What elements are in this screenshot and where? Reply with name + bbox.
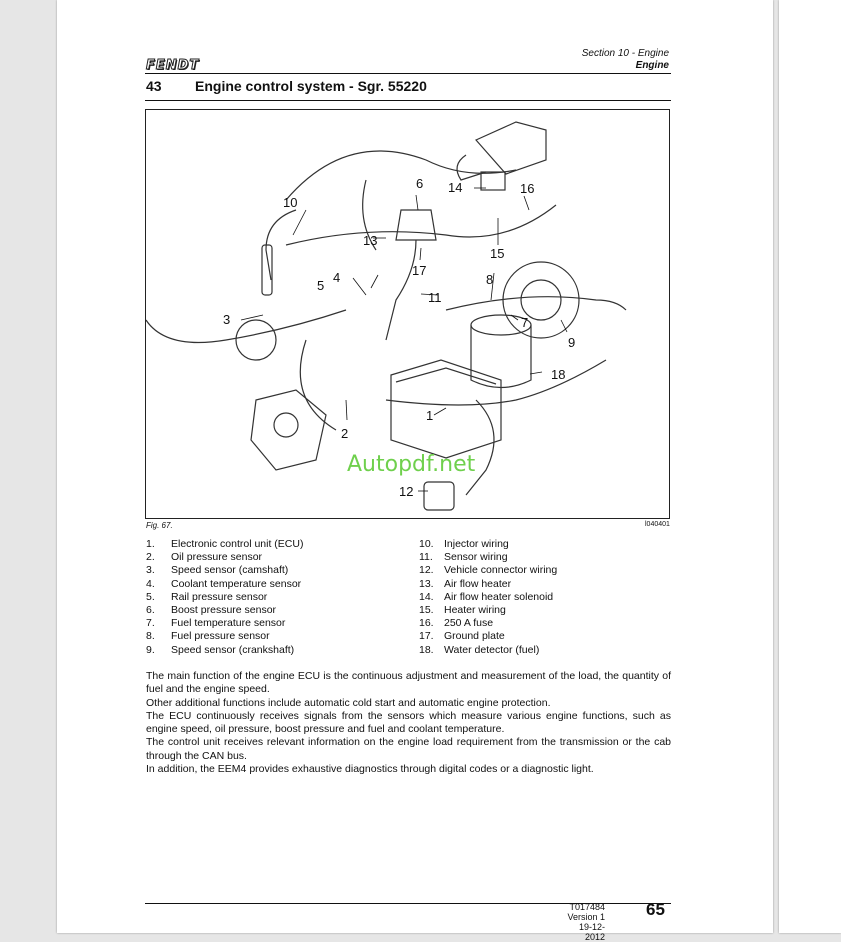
heading-title: Engine control system - Sgr. 55220: [195, 78, 427, 94]
starter-solenoid-drawing: [456, 154, 487, 181]
callout-2: 2: [341, 426, 348, 441]
manual-page: [57, 0, 773, 933]
legend-item: 18.Water detector (fuel): [419, 643, 540, 656]
callout-17: 17: [412, 263, 426, 278]
footer-version: Version 1: [567, 912, 605, 922]
footer-date: 19-12-2012: [578, 922, 605, 942]
harness-down: [385, 239, 417, 341]
legend-item: 7.Fuel temperature sensor: [146, 617, 286, 630]
body-paragraph: The main function of the engine ECU is t…: [146, 670, 671, 696]
callout-12: 12: [399, 484, 413, 499]
legend-item: 14.Air flow heater solenoid: [419, 590, 554, 603]
vehicle-connector-lead: [465, 399, 495, 496]
harness-top: [285, 150, 517, 201]
legend-item: 4.Coolant temperature sensor: [146, 577, 302, 590]
legend-right: 10.Injector wiring 11.Sensor wiring 12.V…: [419, 538, 557, 657]
engine-wiring-diagram: 1 2 3 4 5 6 7 8 9 10 11 12 13 14 15 16 1…: [146, 121, 627, 511]
next-page-edge: [779, 0, 841, 933]
fuel-pump-drawing: [250, 389, 327, 471]
vehicle-connector-drawing: [423, 481, 455, 511]
callout-1: 1: [426, 408, 433, 423]
ecu-drawing: [390, 359, 502, 459]
legend-item: 10.Injector wiring: [419, 538, 509, 550]
starter-motor-drawing: [475, 121, 547, 175]
sensor-branch: [362, 179, 377, 251]
footer-rule: [145, 903, 671, 904]
body-text: The main function of the engine ECU is t…: [146, 670, 671, 776]
heading-number: 43: [146, 78, 162, 94]
callout-6: 6: [416, 176, 423, 191]
legend-item: 12.Vehicle connector wiring: [419, 564, 558, 577]
cam-wheel-drawing: [235, 319, 277, 361]
section-label: Section 10 - Engine: [581, 48, 669, 59]
turbocharger-drawing: [502, 261, 580, 339]
legend-item: 15.Heater wiring: [419, 604, 506, 617]
footer-doc-id: T017484: [569, 902, 605, 912]
body-paragraph: In addition, the EEM4 provides exhaustiv…: [146, 763, 594, 776]
callout-13: 13: [363, 233, 377, 248]
callout-8: 8: [486, 272, 493, 287]
brand-logo: FENDT: [145, 58, 200, 74]
header-rule: [145, 73, 671, 74]
relay-drawing: [480, 171, 506, 191]
ground-lead: [385, 359, 607, 406]
legend-item: 1.Electronic control unit (ECU): [146, 538, 304, 550]
callout-18: 18: [551, 367, 565, 382]
legend-item: 13.Air flow heater: [419, 577, 512, 590]
injector-drawing: [261, 244, 273, 296]
callout-14: 14: [448, 180, 462, 195]
side-harness: [445, 296, 627, 311]
page-number: 65: [646, 900, 665, 919]
legend-left: 1.Electronic control unit (ECU) 2.Oil pr…: [146, 538, 303, 657]
legend-item: 8.Fuel pressure sensor: [146, 630, 270, 643]
callout-10: 10: [283, 195, 297, 210]
subsection-label: Engine: [635, 60, 669, 71]
body-paragraph: The ECU continuously receives signals fr…: [146, 709, 671, 736]
crank-harness: [146, 309, 347, 344]
callout-5: 5: [317, 278, 324, 293]
footer-doc-info: T017484 Version 1 19-12-2012: [561, 902, 605, 942]
legend-item: 9.Speed sensor (crankshaft): [146, 643, 295, 656]
page-heading: 43 Engine control system - Sgr. 55220: [146, 78, 427, 94]
heading-rule: [145, 100, 671, 101]
section-header: Section 10 - Engine Engine: [582, 48, 669, 72]
legend-item: 11.Sensor wiring: [419, 551, 508, 564]
legend-item: 6.Boost pressure sensor: [146, 604, 277, 617]
legend-item: 5.Rail pressure sensor: [146, 590, 268, 603]
callout-16: 16: [520, 181, 534, 196]
callout-11: 11: [428, 290, 442, 305]
body-paragraph: Other additional functions include autom…: [146, 696, 551, 709]
callout-4: 4: [333, 270, 340, 285]
oil-sensor-lead: [299, 339, 337, 431]
legend-item: 2.Oil pressure sensor: [146, 551, 263, 564]
fuel-filter-body: [470, 325, 532, 389]
figure-frame: 1 2 3 4 5 6 7 8 9 10 11 12 13 14 15 16 1…: [145, 109, 670, 519]
legend-item: 16.250 A fuse: [419, 617, 494, 630]
body-paragraph: The control unit receives relevant infor…: [146, 736, 671, 762]
callout-15: 15: [490, 246, 504, 261]
callout-9: 9: [568, 335, 575, 350]
legend-item: 3.Speed sensor (camshaft): [146, 564, 289, 577]
harness-main: [285, 204, 557, 246]
callout-7: 7: [521, 315, 528, 330]
watermark: Autopdf.net: [347, 452, 476, 477]
callout-3: 3: [223, 312, 230, 327]
legend-item: 17.Ground plate: [419, 630, 505, 643]
injector-lead: [265, 209, 297, 281]
air-heater-drawing: [395, 209, 437, 241]
figure-image-id: l040401: [645, 521, 670, 528]
figure-caption: Fig. 67.: [146, 521, 173, 530]
